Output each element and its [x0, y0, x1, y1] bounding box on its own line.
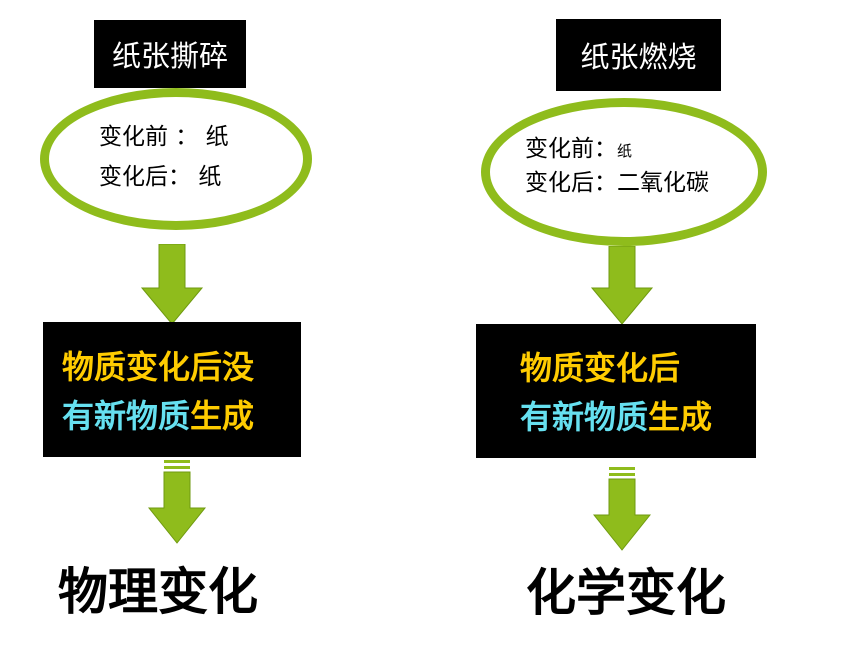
right-after-line: 变化后：二氧化碳: [525, 164, 709, 202]
right-before-label: 变化前：: [525, 136, 617, 162]
left-title-box: 纸张撕碎: [94, 20, 246, 88]
left-result-line2-cyan: 有新物质: [62, 397, 191, 435]
left-result-line1: 物质变化后没: [62, 343, 301, 392]
left-arrow-down-icon: [140, 244, 204, 325]
right-result-box: 物质变化后 有新物质生成: [476, 324, 756, 458]
right-ellipse: [481, 98, 767, 246]
right-result-line2-cyan: 有新物质: [520, 398, 649, 436]
left-ellipse: [40, 88, 312, 230]
right-title: 纸张燃烧: [580, 40, 697, 74]
right-result-line1-text: 物质变化后: [520, 349, 681, 387]
left-result-line2: 有新物质生成: [62, 392, 301, 441]
right-striped-arrow-down-icon: [593, 467, 651, 551]
right-arrow-down-icon: [590, 246, 654, 325]
left-after-label: 变化后：: [99, 164, 191, 190]
right-result-line1: 物质变化后: [520, 344, 756, 393]
left-striped-arrow-down-icon: [148, 460, 206, 544]
left-result-line2-yellow: 生成: [190, 397, 255, 435]
right-conclusion: 化学变化: [526, 564, 726, 622]
right-title-box: 纸张燃烧: [556, 19, 721, 91]
left-before-value: 纸: [205, 124, 229, 150]
left-result-line1-text: 物质变化后没: [62, 348, 255, 386]
left-after-value: 纸: [198, 164, 222, 190]
left-result-box: 物质变化后没 有新物质生成: [43, 322, 301, 457]
left-before-line: 变化前 ： 纸: [99, 118, 229, 156]
left-before-label: 变化前 ：: [99, 124, 199, 150]
right-before-value: 纸: [617, 142, 633, 160]
left-title: 纸张撕碎: [111, 39, 228, 73]
left-conclusion: 物理变化: [58, 563, 258, 621]
right-before-line: 变化前：纸: [525, 130, 632, 170]
right-after-label: 变化后：: [525, 170, 617, 196]
left-after-line: 变化后： 纸: [99, 158, 221, 196]
right-result-line2-yellow: 生成: [648, 398, 713, 436]
right-result-line2: 有新物质生成: [520, 393, 756, 442]
right-after-value: 二氧化碳: [617, 170, 709, 196]
